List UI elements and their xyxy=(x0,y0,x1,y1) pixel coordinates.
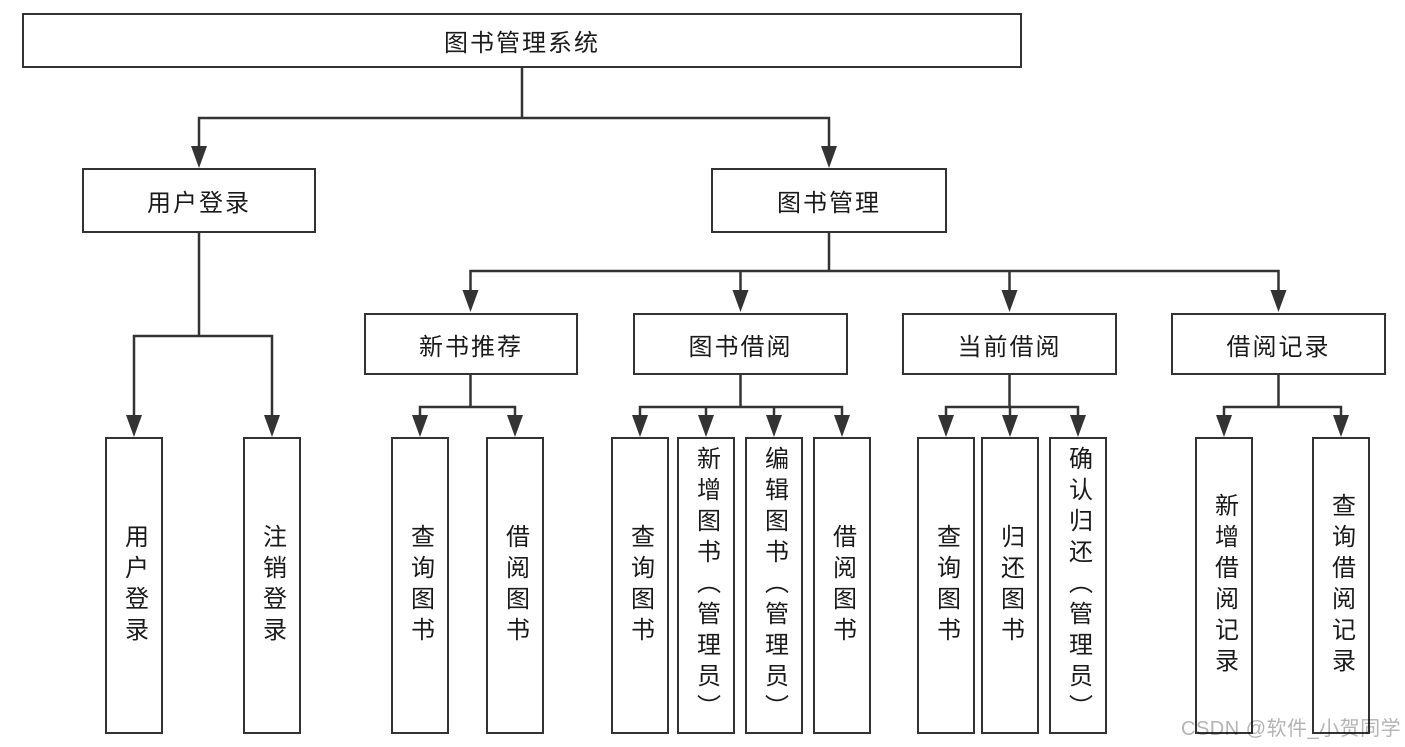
node-add-books-admin: 新增图书（管理员） xyxy=(677,437,735,734)
node-label: 查询图书 xyxy=(406,523,434,648)
node-label: 查询借阅记录 xyxy=(1327,492,1355,679)
node-label: 图书借阅 xyxy=(688,333,793,361)
node-label: 借阅图书 xyxy=(501,523,529,648)
node-label: 用户登录 xyxy=(147,190,251,217)
node-label: 归还图书 xyxy=(996,523,1024,648)
node-label: 确认归还（管理员） xyxy=(1064,446,1092,725)
node-recommend-query-books: 查询图书 xyxy=(391,437,449,734)
node-label: 新增借阅记录 xyxy=(1210,492,1238,679)
node-label: 借阅记录 xyxy=(1226,333,1331,361)
node-label: 当前借阅 xyxy=(957,333,1062,361)
node-user-login-action: 用户登录 xyxy=(105,437,163,734)
node-label: 用户登录 xyxy=(120,523,148,648)
node-user-login: 用户登录 xyxy=(82,168,316,233)
node-add-borrow-record: 新增借阅记录 xyxy=(1195,437,1253,734)
node-label: 图书管理系统 xyxy=(444,30,600,57)
node-logout: 注销登录 xyxy=(243,437,301,734)
node-current-borrow: 当前借阅 xyxy=(902,313,1117,375)
node-label: 编辑图书（管理员） xyxy=(760,446,788,725)
node-label: 新增图书（管理员） xyxy=(692,446,720,725)
node-label: 注销登录 xyxy=(258,523,286,648)
node-root-system: 图书管理系统 xyxy=(22,13,1022,68)
node-book-borrow: 图书借阅 xyxy=(633,313,848,375)
node-edit-books-admin: 编辑图书（管理员） xyxy=(745,437,803,734)
node-borrow-records: 借阅记录 xyxy=(1171,313,1386,375)
node-label: 图书管理 xyxy=(777,190,881,217)
node-label: 借阅图书 xyxy=(828,523,856,648)
node-query-borrow-record: 查询借阅记录 xyxy=(1312,437,1370,734)
node-current-query-books: 查询图书 xyxy=(917,437,975,734)
node-borrow-books: 借阅图书 xyxy=(813,437,871,734)
node-book-management: 图书管理 xyxy=(711,168,947,233)
node-confirm-return-admin: 确认归还（管理员） xyxy=(1049,437,1107,734)
node-label: 新书推荐 xyxy=(419,333,523,361)
node-return-books: 归还图书 xyxy=(981,437,1039,734)
node-new-book-recommend: 新书推荐 xyxy=(364,313,578,375)
node-label: 查询图书 xyxy=(626,523,654,648)
node-recommend-borrow-books: 借阅图书 xyxy=(486,437,544,734)
node-label: 查询图书 xyxy=(932,523,960,648)
node-borrow-query-books: 查询图书 xyxy=(611,437,669,734)
csdn-watermark: CSDN @软件_小贺同学 xyxy=(1181,718,1402,740)
